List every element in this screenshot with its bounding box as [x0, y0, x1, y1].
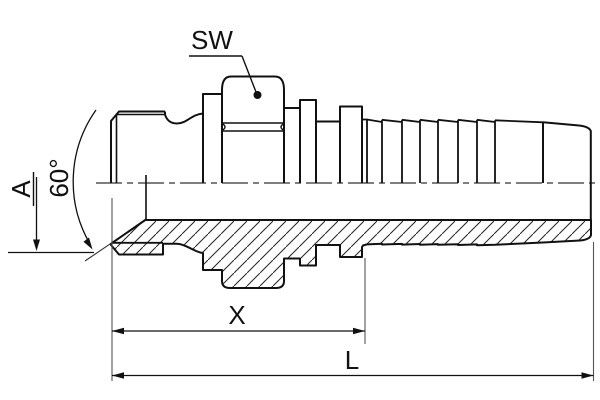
label-angle: 60°: [44, 158, 74, 197]
ridge-1: [299, 99, 317, 183]
tip-outline: [542, 121, 592, 220]
dim-a-arrow: [33, 239, 40, 251]
dim-angle: 60°: [44, 109, 97, 250]
sw-leader-dot: [253, 91, 262, 99]
label-l: L: [345, 345, 359, 375]
label-sw: SW: [191, 25, 233, 55]
thread-outline: [110, 110, 165, 183]
ridge-2: [339, 105, 363, 183]
dim-l-arrow-left: [112, 372, 124, 379]
dimensions: A 60° SW X: [6, 25, 595, 381]
barb-back-edges: [366, 119, 496, 183]
dim-a: A: [6, 172, 94, 254]
section-view: [110, 175, 592, 289]
thread-root-line: [115, 113, 165, 183]
label-a: A: [6, 180, 36, 198]
angle-arrow: [83, 237, 93, 250]
hex-face-arcs: [221, 122, 285, 132]
angle-arc: [72, 109, 97, 245]
dim-x-arrow-left: [112, 327, 124, 335]
hex-nut: [221, 75, 285, 183]
dim-l: L: [112, 242, 595, 381]
neck-groove: [164, 111, 204, 125]
hex-chamfer-lines: [222, 122, 284, 132]
label-x: X: [228, 300, 245, 330]
barb-tops: [362, 118, 544, 124]
section-metal-area: [110, 218, 592, 289]
dim-l-arrow-right: [581, 372, 594, 379]
dim-x-arrow-right: [353, 327, 365, 335]
part-outline: [110, 75, 592, 220]
dim-x: X: [111, 198, 366, 381]
dim-sw: SW: [189, 25, 262, 99]
sw-leader-line: [189, 55, 257, 93]
